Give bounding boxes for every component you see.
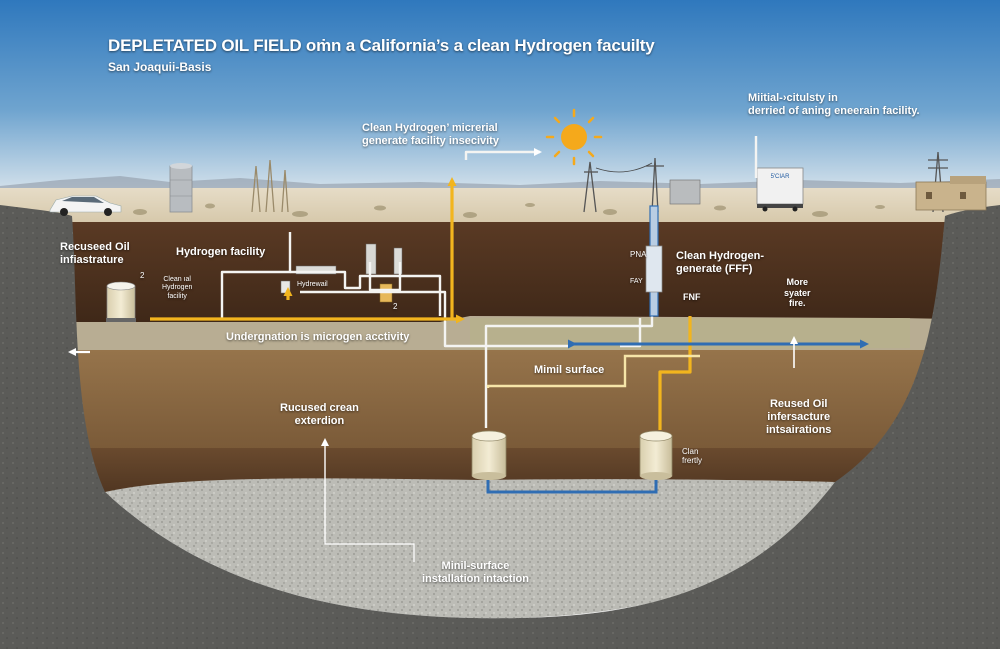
riser-head — [645, 245, 663, 293]
underground-tank-right — [639, 430, 673, 480]
diagram-title: DEPLETATED OIL FIELD oṁn a California’s … — [108, 36, 655, 55]
label-fnf: FNF — [683, 292, 701, 302]
label-reused-oil-infersacture: Reused Oil infersacture intsairations — [766, 398, 832, 436]
label-number-2b: 2 — [393, 302, 398, 311]
label-hydrewail: Hydrewail — [297, 281, 328, 288]
blue-reservoir-pipe — [486, 474, 658, 494]
label-clean-hydrogen-micrerial: Clean Hydrogen’ micrerial generate facil… — [362, 122, 499, 147]
pumpjack-towers-icon — [251, 159, 289, 213]
sky — [0, 0, 1000, 200]
desert-ground — [0, 188, 1000, 224]
control-shed-icon — [669, 179, 701, 205]
sun-icon — [545, 108, 603, 166]
diagram-subtitle: San Joaquii-Basis — [108, 60, 212, 74]
hydrogen-trailer-icon — [756, 167, 804, 212]
topsoil-layer — [0, 222, 1000, 322]
label-undergnation: Undergnation is microgen acctivity — [226, 331, 410, 343]
label-rucused-crean-exterdion: Rucused crean exterdion — [280, 402, 359, 427]
yellow-return-pipe — [486, 354, 700, 388]
label-clan-frertly: Clan frertly — [682, 447, 702, 466]
underground-tank-left — [471, 430, 507, 480]
label-mimil-surface: Mimil surface — [534, 364, 605, 376]
reservoir-gravel — [105, 478, 835, 619]
label-recused-oil-infrastructure: Recuseed Oil infiastrature — [60, 241, 130, 266]
car-icon — [49, 195, 122, 216]
label-number-2a: 2 — [140, 271, 145, 280]
recused-oil-tank-icon — [106, 281, 136, 322]
label-clean-hydrogen-generate: Clean Hydrogen- generate (FFF) — [676, 250, 765, 275]
storage-silo-icon — [169, 163, 193, 213]
adobe-building-icon — [915, 176, 987, 211]
label-minil-surface-installation: Minil-surface installation intaction — [422, 560, 529, 585]
label-pna: PNA — [630, 250, 647, 259]
exterdion-leader — [324, 540, 415, 562]
label-fay: FAY — [630, 278, 643, 285]
label-clean-hydrogen-facility: Clean ıal Hydrogen facility — [162, 276, 193, 300]
desert-shrubs — [133, 203, 885, 218]
trailer-sign: 5'CIAR — [771, 174, 790, 180]
label-more-syater-fire: More syater fire. — [784, 277, 811, 309]
rock-wall-right — [520, 205, 1000, 649]
rock-wall-left — [0, 205, 520, 649]
label-hydrogen-facility: Hydrogen facility — [176, 246, 266, 258]
label-mitial-citulsty: Miitial-›citulsty in derried of aning en… — [748, 92, 920, 117]
